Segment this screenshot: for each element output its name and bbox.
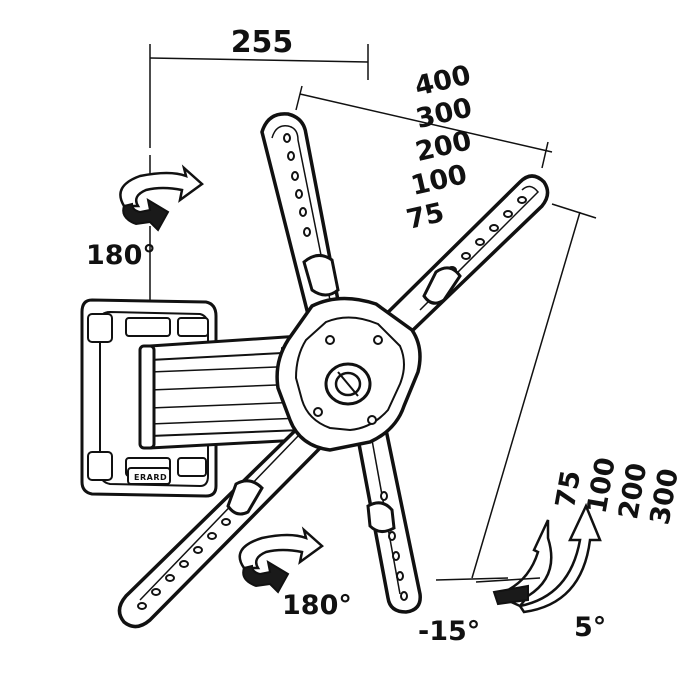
- tilt-up-angle: 5°: [574, 612, 606, 643]
- swivel-arrow-bottom: [238, 526, 324, 594]
- depth-dimension: [149, 44, 369, 300]
- vesa-h-100: 100: [408, 159, 470, 202]
- tilt-arrow: [475, 502, 602, 614]
- vesa-horizontal-dimension: [295, 85, 553, 169]
- vesa-horizontal-labels: 400 300 200 100 75: [404, 60, 475, 236]
- vesa-vertical-labels: 75 100 200 300 400: [550, 455, 680, 533]
- hub-screws: [313, 335, 383, 425]
- brand-logo: ERARD: [134, 473, 167, 482]
- central-hub: [275, 296, 422, 452]
- vesa-h-75: 75: [404, 197, 448, 236]
- vesa-v-75: 75: [550, 468, 587, 510]
- vesa-arm-upper-right: [363, 174, 550, 359]
- top-swivel-angle: 180°: [86, 240, 156, 271]
- bottom-swivel-angle: 180°: [282, 590, 352, 621]
- vesa-arm-lower-left: [117, 417, 333, 629]
- vesa-vertical-dimension: [435, 203, 597, 581]
- depth-label: 255: [231, 25, 294, 60]
- arm-clamps: [226, 254, 462, 533]
- swivel-arrow-top: [119, 164, 204, 232]
- tilt-down-angle: -15°: [418, 616, 480, 647]
